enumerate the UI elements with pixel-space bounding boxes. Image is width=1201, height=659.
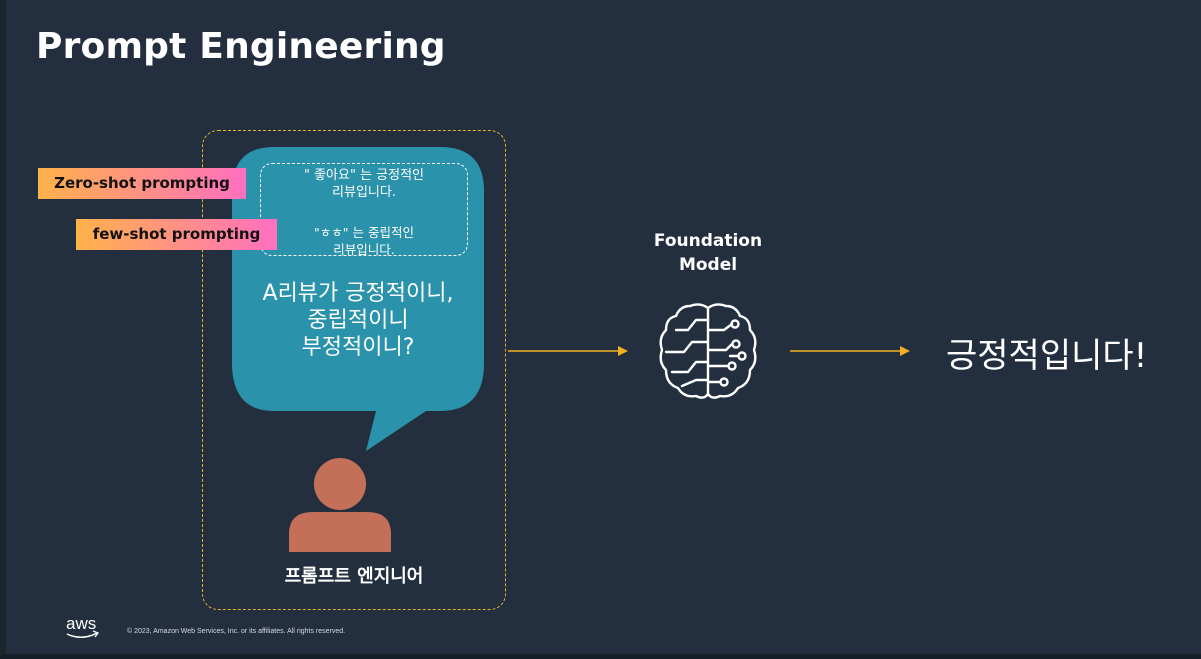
left-edge-strip [0,0,6,659]
engineer-label: 프롬프트 엔지니어 [284,566,424,587]
arrow-right-icon [790,346,910,356]
slide-title: Prompt Engineering [36,26,446,67]
speech-bubble-icon [232,147,484,451]
prompt-engineer-frame [202,130,506,610]
copyright-text: © 2023, Amazon Web Services, Inc. or its… [127,628,346,635]
question-line-1: A리뷰가 긍정적이니, [262,281,454,306]
question-line-3: 부정적이니? [301,335,415,360]
prompt-question: A리뷰가 긍정적이니, 중립적이니 부정적이니? [238,280,478,361]
few-shot-tag: few-shot prompting [76,219,277,250]
aws-logo-icon: aws [66,614,100,638]
foundation-model-label: Foundation Model [630,229,786,277]
model-result-text: 긍정적입니다! [946,336,1148,376]
example-2-line-2: 리뷰입니다. [333,242,395,257]
aws-logo-text: aws [66,614,96,633]
example-2: "ㅎㅎ" 는 중립적인 리뷰입니다. [262,224,466,258]
person-icon [289,458,391,552]
question-line-2: 중립적이니 [307,308,409,333]
example-1: " 좋아요" 는 긍정적인 리뷰입니다. [262,167,466,201]
few-shot-examples-box [260,163,468,256]
zero-shot-tag: Zero-shot prompting [38,168,246,199]
example-1-line-2: 리뷰입니다. [332,185,396,200]
arrow-right-icon [508,346,628,356]
example-1-line-1: " 좋아요" 는 긍정적인 [303,168,425,183]
example-2-line-1: "ㅎㅎ" 는 중립적인 [314,225,414,240]
bottom-edge-strip [0,654,1201,659]
model-label-line-1: Foundation [653,231,763,251]
model-label-line-2: Model [678,255,738,275]
brain-circuit-icon [659,303,757,399]
